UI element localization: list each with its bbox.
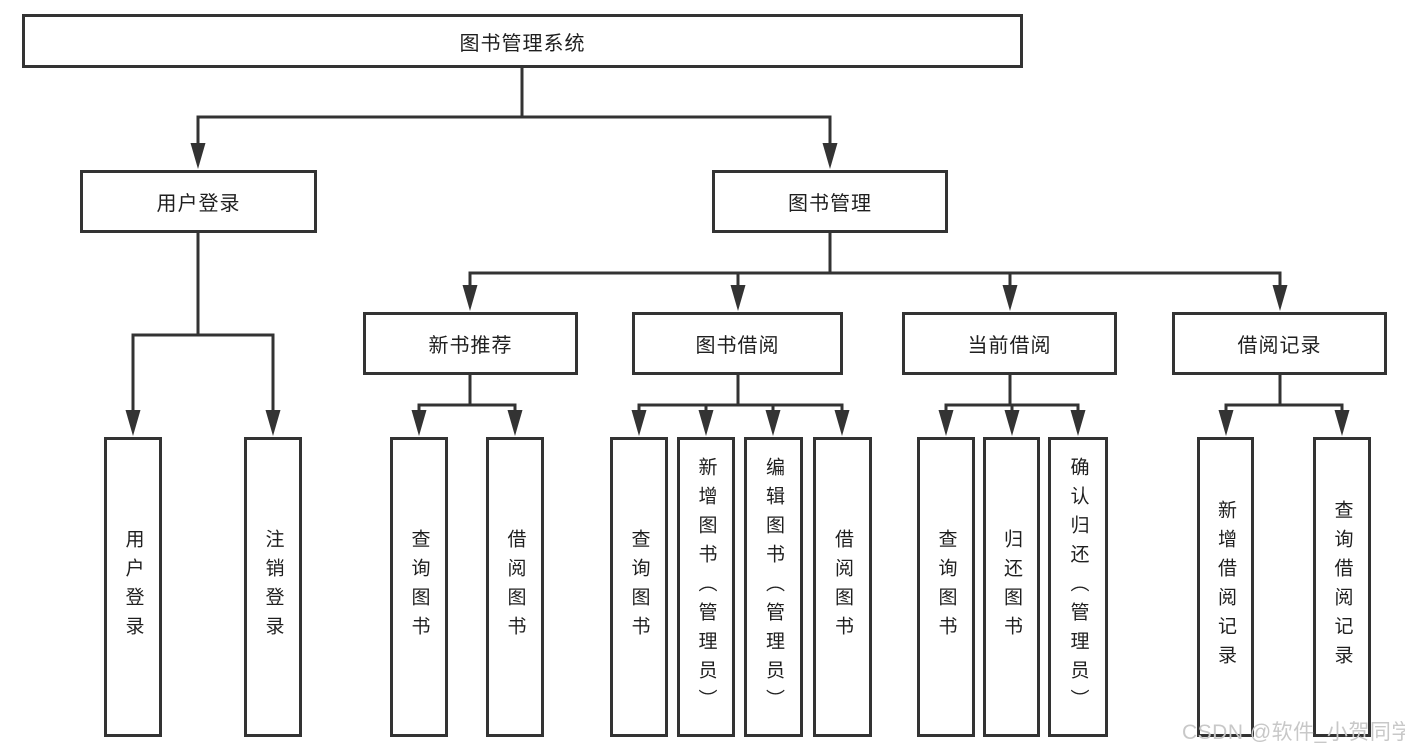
node-label: 新增借阅记录 (1215, 500, 1236, 674)
arrow-icon (730, 285, 746, 311)
node-label: 归还图书 (1001, 529, 1022, 645)
node-current-borrowing: 当前借阅 (902, 312, 1117, 375)
node-book-borrowing: 图书借阅 (632, 312, 843, 375)
arrow-icon (1218, 410, 1234, 436)
node-label: 查询图书 (408, 529, 430, 645)
node-leaf-edit-books-admin: 编辑图书（管理员） (744, 437, 803, 737)
node-label: 图书管理系统 (459, 32, 586, 55)
node-leaf-add-borrow-record: 新增借阅记录 (1197, 437, 1254, 737)
edge-userlogin-to-children (131, 231, 275, 415)
node-label: 查询图书 (628, 529, 650, 645)
node-leaf-logout: 注销登录 (244, 437, 302, 737)
node-label: 编辑图书（管理员） (763, 456, 784, 718)
arrow-icon (1002, 285, 1018, 311)
node-label: 确认归还（管理员） (1067, 456, 1089, 718)
node-label: 借阅记录 (1237, 335, 1322, 357)
node-leaf-current-query-books: 查询图书 (917, 437, 975, 737)
node-label: 新增图书（管理员） (695, 456, 717, 718)
node-leaf-query-borrow-record: 查询借阅记录 (1313, 437, 1371, 737)
arrow-icon (1272, 285, 1288, 311)
arrow-icon (1070, 410, 1086, 436)
node-label: 图书借阅 (695, 335, 780, 357)
node-label: 借阅图书 (832, 529, 853, 645)
arrow-icon (265, 410, 281, 436)
node-leaf-return-books: 归还图书 (983, 437, 1040, 737)
node-label: 用户登录 (122, 529, 144, 645)
node-label: 当前借阅 (967, 335, 1052, 357)
node-new-book-recommend: 新书推荐 (363, 312, 578, 375)
edge-root-to-level2 (196, 65, 832, 148)
arrow-icon (125, 410, 141, 436)
arrow-icon (190, 143, 206, 169)
arrow-icon (765, 410, 781, 436)
edge-history-to-children (1224, 373, 1344, 415)
arrow-icon (1334, 410, 1350, 436)
arrow-icon (507, 410, 523, 436)
edge-currentborrow-to-children (944, 373, 1080, 415)
tree-edges (131, 65, 1344, 415)
node-leaf-add-books-admin: 新增图书（管理员） (677, 437, 735, 737)
node-label: 注销登录 (262, 529, 284, 645)
node-label: 查询借阅记录 (1331, 500, 1353, 674)
edge-bookborrow-to-children (637, 373, 844, 415)
arrow-icon (822, 143, 838, 169)
arrow-icon (698, 410, 714, 436)
arrow-icon (938, 410, 954, 436)
node-leaf-user-login: 用户登录 (104, 437, 162, 737)
edge-bookmgmt-to-level3 (468, 231, 1282, 290)
arrowheads (125, 143, 1350, 436)
node-label: 借阅图书 (504, 529, 526, 645)
edge-newbook-to-children (417, 373, 517, 415)
node-leaf-newbook-borrow-books: 借阅图书 (486, 437, 544, 737)
arrow-icon (834, 410, 850, 436)
node-root-system: 图书管理系统 (22, 14, 1023, 68)
node-leaf-newbook-query-books: 查询图书 (390, 437, 448, 737)
csdn-watermark: CSDN @软件_小贺同学 (1182, 721, 1405, 744)
arrow-icon (631, 410, 647, 436)
node-book-management-module: 图书管理 (712, 170, 948, 233)
arrow-icon (411, 410, 427, 436)
node-leaf-borrow-books: 借阅图书 (813, 437, 872, 737)
arrow-icon (462, 285, 478, 311)
node-label: 用户登录 (156, 193, 241, 215)
node-label: 图书管理 (788, 193, 872, 215)
node-leaf-borrow-query-books: 查询图书 (610, 437, 668, 737)
node-borrowing-records: 借阅记录 (1172, 312, 1387, 375)
node-label: 查询图书 (935, 529, 957, 645)
node-leaf-confirm-return-admin: 确认归还（管理员） (1048, 437, 1108, 737)
arrow-icon (1004, 410, 1020, 436)
node-label: 新书推荐 (428, 335, 513, 357)
node-user-login-module: 用户登录 (80, 170, 317, 233)
